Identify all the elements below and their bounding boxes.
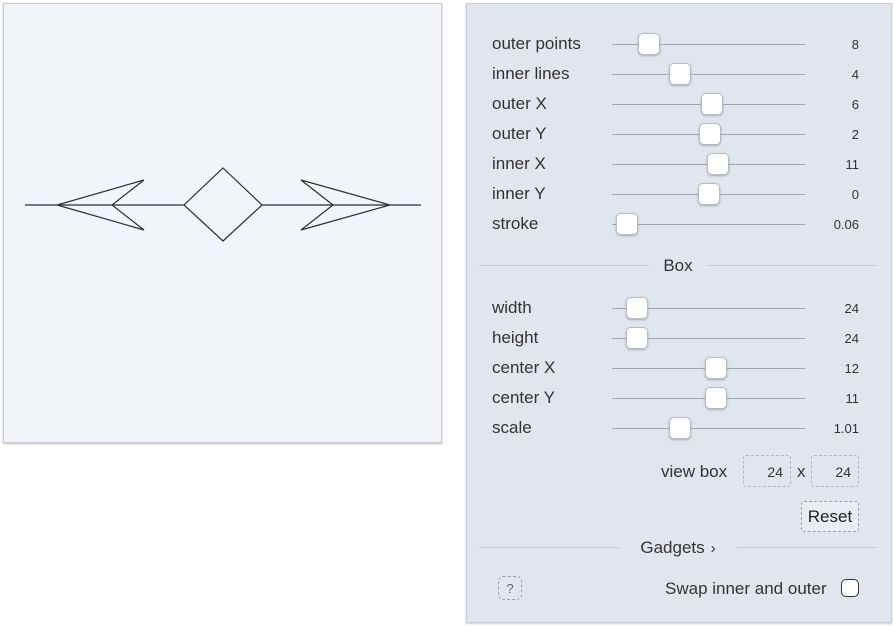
slider-label: outer Y	[492, 124, 547, 143]
slider-track[interactable]	[612, 428, 805, 429]
reset-button[interactable]: Reset	[801, 501, 859, 532]
slider-thumb[interactable]	[626, 327, 649, 349]
slider-label: inner X	[492, 154, 546, 173]
slider-value: 4	[851, 67, 859, 82]
slider-row-inner-x: inner X 11	[467, 150, 893, 180]
right-arrowhead	[300, 179, 393, 231]
divider	[479, 265, 649, 266]
box-section-title: Box	[663, 256, 693, 275]
slider-value: 0	[851, 187, 859, 202]
slider-value: 11	[845, 157, 860, 172]
slider-thumb[interactable]	[705, 387, 728, 409]
slider-row-inner-lines: inner lines 4	[467, 60, 893, 90]
slider-label: outer points	[492, 34, 581, 53]
slider-thumb[interactable]	[616, 213, 639, 235]
gadgets-section-title[interactable]: Gadgets ›	[479, 538, 877, 558]
slider-value: 24	[844, 331, 859, 346]
slider-row-outer-y: outer Y 2	[467, 120, 893, 150]
slider-track[interactable]	[612, 224, 805, 225]
view-box-width-input[interactable]: 24	[743, 455, 791, 487]
shape-preview-canvas	[3, 3, 442, 443]
slider-thumb[interactable]	[707, 153, 730, 175]
gadgets-section-header[interactable]: Gadgets ›	[479, 538, 877, 558]
slider-label: stroke	[492, 214, 539, 233]
center-diamond	[183, 167, 263, 242]
slider-row-outer-points: outer points 8	[467, 30, 893, 60]
slider-row-outer-x: outer X 6	[467, 90, 893, 120]
slider-track[interactable]	[612, 338, 805, 339]
slider-thumb[interactable]	[701, 93, 724, 115]
divider	[479, 547, 619, 548]
gadgets-label: Gadgets	[640, 538, 705, 557]
slider-row-stroke: stroke 0.06	[467, 210, 893, 240]
slider-track[interactable]	[612, 44, 805, 45]
slider-row-inner-y: inner Y 0	[467, 180, 893, 210]
slider-value: 2	[851, 127, 859, 142]
chevron-right-icon: ›	[710, 540, 716, 557]
slider-value: 6	[851, 97, 859, 112]
slider-label: width	[492, 298, 532, 317]
left-arrowhead	[54, 179, 145, 231]
divider	[707, 265, 877, 266]
slider-thumb[interactable]	[668, 63, 691, 85]
slider-thumb[interactable]	[699, 123, 722, 145]
slider-row-center-y: center Y 11	[467, 384, 893, 414]
divider	[737, 547, 877, 548]
shape-preview-svg	[25, 167, 421, 242]
slider-value: 11	[845, 391, 860, 406]
slider-label: center X	[492, 358, 556, 377]
slider-value: 1.01	[833, 421, 859, 436]
slider-label: center Y	[492, 388, 556, 407]
slider-label: inner Y	[492, 184, 546, 203]
slider-row-scale: scale 1.01	[467, 414, 893, 444]
slider-value: 8	[851, 37, 859, 52]
slider-label: inner lines	[492, 64, 570, 83]
slider-track[interactable]	[612, 74, 805, 75]
controls-panel: outer points 8 inner lines 4 outer X 6 outer Y…	[466, 3, 892, 623]
slider-track[interactable]	[612, 308, 805, 309]
slider-row-height: height 24	[467, 324, 893, 354]
help-button[interactable]: ?	[498, 576, 522, 600]
slider-label: height	[492, 328, 539, 347]
slider-value: 24	[844, 301, 859, 316]
view-box-separator: x	[797, 462, 806, 481]
slider-row-center-x: center X 12	[467, 354, 893, 384]
box-section-header: Box	[479, 256, 877, 276]
swap-inner-outer-label: Swap inner and outer	[665, 579, 827, 598]
slider-row-width: width 24	[467, 294, 893, 324]
slider-thumb[interactable]	[626, 297, 649, 319]
slider-value: 0.06	[833, 217, 859, 232]
view-box-label: view box	[661, 462, 728, 481]
slider-label: outer X	[492, 94, 547, 113]
slider-thumb[interactable]	[637, 33, 660, 55]
swap-inner-outer-checkbox[interactable]	[841, 579, 859, 597]
slider-value: 12	[844, 361, 859, 376]
slider-thumb[interactable]	[705, 357, 728, 379]
view-box-height-input[interactable]: 24	[811, 455, 859, 487]
slider-label: scale	[492, 418, 532, 437]
slider-thumb[interactable]	[697, 183, 720, 205]
slider-thumb[interactable]	[668, 417, 691, 439]
